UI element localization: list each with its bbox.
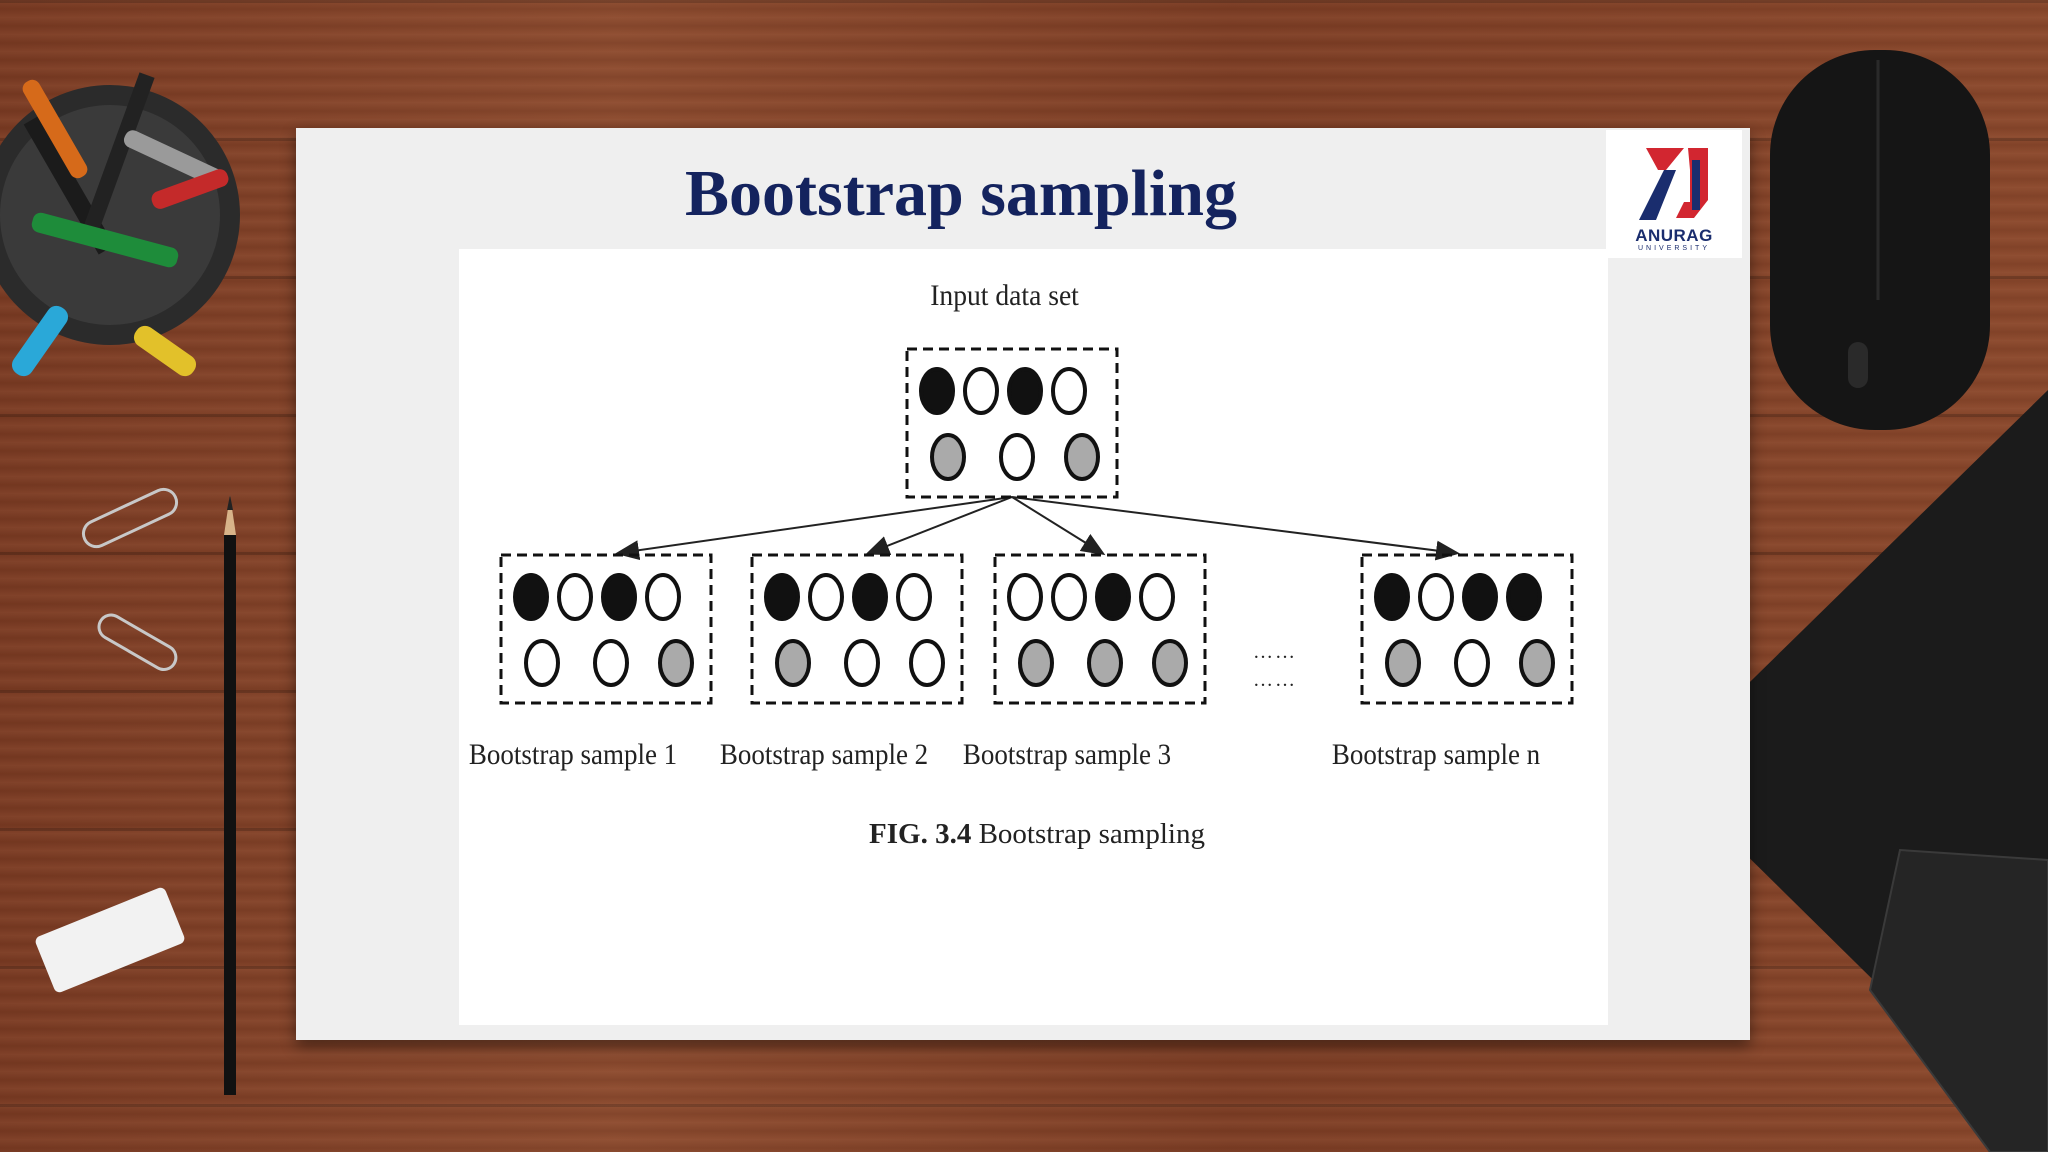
- data-point-white: [1007, 573, 1043, 621]
- data-point-gray: [1152, 639, 1188, 687]
- data-point-white: [1051, 367, 1087, 415]
- data-point-black: [1007, 367, 1043, 415]
- sample-n-box: [1360, 553, 1574, 705]
- data-point-gray: [658, 639, 694, 687]
- paper-clip-icon: [81, 487, 179, 671]
- eraser-icon: [35, 887, 185, 993]
- arrow-4: [1011, 496, 1460, 561]
- data-point-white: [999, 433, 1035, 481]
- data-point-white: [1139, 573, 1175, 621]
- pen-holder-icon: [0, 72, 240, 377]
- sample-1-label: Bootstrap sample 1: [469, 739, 677, 772]
- sample-2-box-border: [750, 553, 964, 705]
- sample-1-box: [499, 553, 713, 705]
- arrow-3: [1011, 496, 1106, 556]
- data-point-white: [963, 367, 999, 415]
- data-point-black: [764, 573, 800, 621]
- ellipsis-row-2: ……: [1253, 669, 1297, 691]
- dataset-boxes: [499, 347, 1574, 705]
- data-point-white: [909, 639, 945, 687]
- pencil-icon: [224, 495, 236, 1095]
- data-point-gray: [1087, 639, 1123, 687]
- sample-n-box-border: [1360, 553, 1574, 705]
- data-point-black: [513, 573, 549, 621]
- slide: Bootstrap sampling ANURAG UNIVERSITY Inp…: [296, 128, 1750, 1040]
- input-dataset-box-border: [905, 347, 1119, 499]
- data-point-black: [1506, 573, 1542, 621]
- data-point-white: [557, 573, 593, 621]
- laptop-icon: [1660, 390, 2048, 1152]
- sample-2-label: Bootstrap sample 2: [720, 739, 928, 772]
- input-dataset-box: [905, 347, 1119, 499]
- university-logo: ANURAG UNIVERSITY: [1606, 130, 1742, 258]
- data-point-gray: [1519, 639, 1555, 687]
- data-point-white: [1454, 639, 1490, 687]
- arrows: [615, 496, 1460, 561]
- data-point-black: [1462, 573, 1498, 621]
- data-point-black: [919, 367, 955, 415]
- sample-n-label: Bootstrap sample n: [1332, 739, 1540, 772]
- sample-3-box-border: [993, 553, 1207, 705]
- data-point-black: [1374, 573, 1410, 621]
- ellipsis-row-1: ……: [1253, 641, 1297, 663]
- data-point-white: [1051, 573, 1087, 621]
- input-dataset-label: Input data set: [930, 279, 1079, 312]
- data-point-white: [524, 639, 560, 687]
- slide-title: Bootstrap sampling: [685, 157, 1237, 230]
- data-point-white: [645, 573, 681, 621]
- data-point-white: [844, 639, 880, 687]
- logo-subtitle: UNIVERSITY: [1637, 245, 1710, 252]
- data-point-white: [1418, 573, 1454, 621]
- data-point-white: [896, 573, 932, 621]
- diagram-figure: Input data set Bootstrap sample 1 Bootst…: [459, 249, 1608, 1025]
- data-point-gray: [775, 639, 811, 687]
- sample-3-label: Bootstrap sample 3: [963, 739, 1171, 772]
- figure-caption: FIG. 3.4 Bootstrap sampling: [869, 818, 1205, 850]
- data-point-black: [601, 573, 637, 621]
- data-point-black: [852, 573, 888, 621]
- data-point-black: [1095, 573, 1131, 621]
- sample-1-box-border: [499, 553, 713, 705]
- data-point-gray: [1064, 433, 1100, 481]
- bootstrap-diagram: Input data set Bootstrap sample 1 Bootst…: [469, 279, 1574, 850]
- logo-name: ANURAG: [1635, 226, 1713, 245]
- data-point-white: [593, 639, 629, 687]
- data-point-gray: [1018, 639, 1054, 687]
- logo-emblem-icon: [1639, 148, 1708, 220]
- sample-3-box: [993, 553, 1207, 705]
- sample-2-box: [750, 553, 964, 705]
- mouse-icon: [1770, 50, 1990, 430]
- arrow-1: [615, 496, 1013, 561]
- arrow-2: [865, 496, 1013, 556]
- data-point-gray: [930, 433, 966, 481]
- data-point-gray: [1385, 639, 1421, 687]
- caption-text: Bootstrap sampling: [971, 818, 1205, 850]
- data-point-white: [808, 573, 844, 621]
- caption-prefix: FIG. 3.4: [869, 818, 971, 850]
